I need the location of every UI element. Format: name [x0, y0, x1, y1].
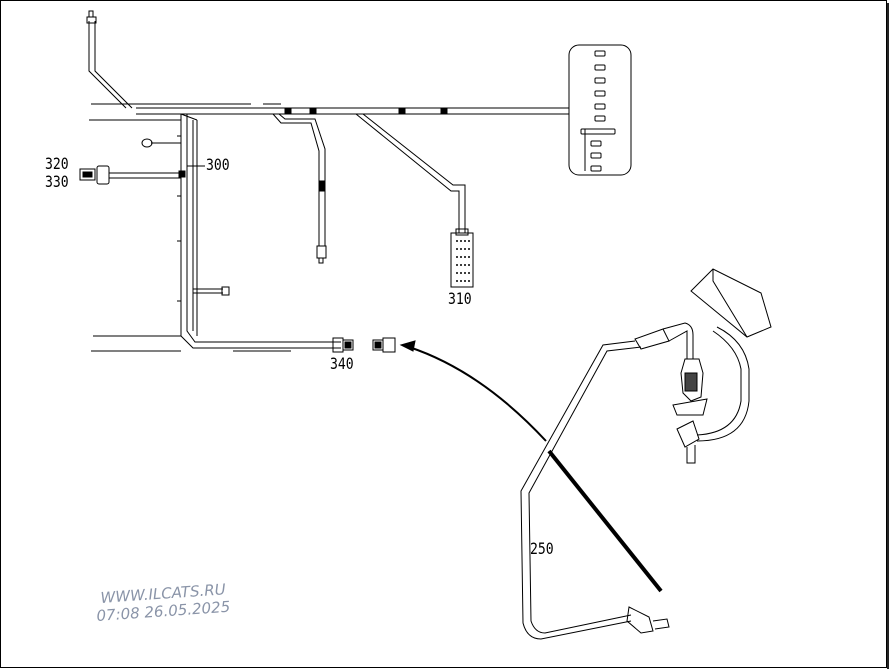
callout-340: 340	[330, 354, 354, 373]
cable-assembly-250	[520, 268, 772, 640]
pointer-arrow	[399, 340, 547, 442]
callout-250: 250	[530, 539, 554, 558]
callout-300: 300	[206, 155, 230, 174]
callout-320: 320	[45, 154, 69, 173]
main-harness-trunk	[86, 10, 569, 121]
branch-small-connector	[272, 113, 327, 264]
branch-310	[355, 113, 474, 288]
connector-320-330	[79, 165, 205, 185]
vertical-harness	[91, 113, 341, 352]
connector-340	[332, 337, 396, 353]
callout-330: 330	[45, 172, 69, 191]
callout-310: 310	[448, 289, 472, 308]
connector-panel	[568, 44, 632, 176]
leader-line	[547, 449, 663, 593]
